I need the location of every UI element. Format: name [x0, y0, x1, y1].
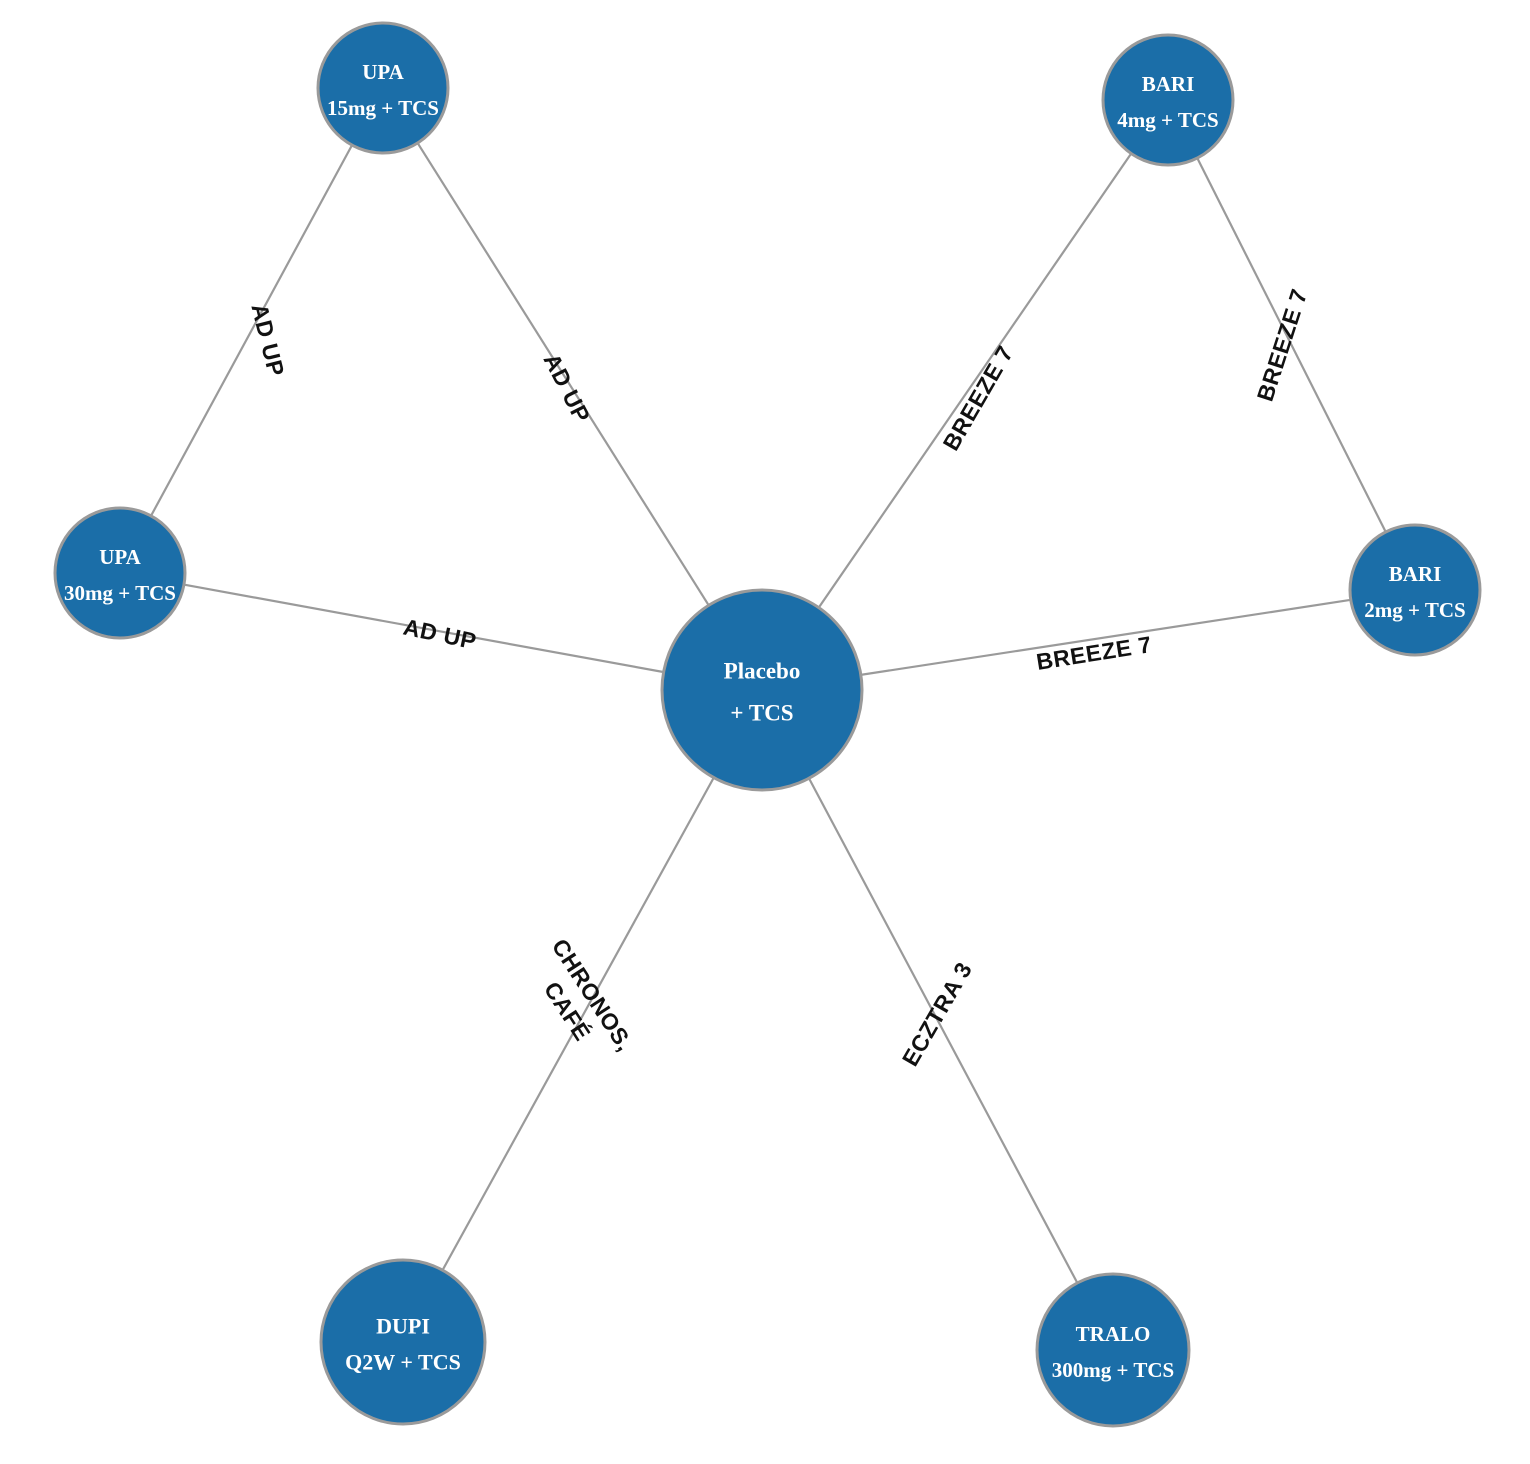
edge-dupi-placebo	[441, 776, 716, 1272]
node-circle-upa30[interactable]	[53, 506, 187, 640]
edge-upa15-placebo	[416, 141, 711, 607]
node-tralo[interactable]: TRALO 300mg + TCS	[1035, 1272, 1191, 1428]
edge-label-e-tralo-placebo: ECZTRA 3	[897, 957, 977, 1070]
edge-label-text: AD UP	[246, 301, 289, 379]
node-label-line2-upa15: 15mg + TCS	[327, 96, 439, 120]
node-label-line2-dupi: Q2W + TCS	[345, 1350, 461, 1375]
node-circle-tralo[interactable]	[1035, 1272, 1191, 1428]
edge-tralo-placebo	[807, 776, 1079, 1285]
node-circle-bari4[interactable]	[1101, 33, 1235, 167]
node-label-line2-placebo: + TCS	[730, 701, 793, 726]
edge-label-e-upa30-placebo: AD UP	[401, 614, 479, 655]
node-circle-dupi[interactable]	[319, 1258, 487, 1426]
node-circle-bari2[interactable]	[1348, 523, 1482, 657]
node-upa30[interactable]: UPA 30mg + TCS	[53, 506, 187, 640]
edge-label-text: ECZTRA 3	[897, 957, 977, 1070]
edge-label-e-bari2-placebo: BREEZE 7	[1034, 631, 1153, 675]
node-bari4[interactable]: BARI 4mg + TCS	[1101, 33, 1235, 167]
node-label-line1-bari4: BARI	[1142, 72, 1195, 96]
edge-upa15-upa30	[149, 143, 354, 518]
edges-layer	[149, 141, 1388, 1285]
node-label-line2-tralo: 300mg + TCS	[1052, 1358, 1174, 1382]
edge-bari4-placebo	[817, 152, 1133, 610]
node-circle-upa15[interactable]	[316, 21, 450, 155]
edge-bari2-placebo	[859, 598, 1352, 677]
node-label-line1-dupi: DUPI	[376, 1314, 430, 1339]
edge-label-text: BREEZE 7	[938, 341, 1019, 455]
edge-label-e-dupi-placebo: CHRONOS,CAFÉ	[539, 934, 638, 1055]
node-label-line2-bari2: 2mg + TCS	[1364, 598, 1465, 622]
edge-bari4-bari2	[1195, 156, 1388, 534]
nodes-layer: UPA 15mg + TCS BARI 4mg + TCS UPA 30mg + TCS B…	[53, 21, 1482, 1428]
edge-label-text: BREEZE 7	[1034, 631, 1153, 675]
node-label-line1-upa15: UPA	[362, 60, 404, 84]
edge-label-text: AD UP	[539, 349, 596, 427]
node-label-line1-bari2: BARI	[1389, 562, 1442, 586]
node-upa15[interactable]: UPA 15mg + TCS	[316, 21, 450, 155]
edge-label-text: AD UP	[401, 614, 479, 655]
node-placebo[interactable]: Placebo + TCS	[660, 588, 864, 792]
node-label-line1-upa30: UPA	[99, 545, 141, 569]
edge-label-e-bari4-placebo: BREEZE 7	[938, 341, 1019, 455]
node-bari2[interactable]: BARI 2mg + TCS	[1348, 523, 1482, 657]
edge-label-e-upa15-placebo: AD UP	[539, 349, 596, 427]
node-label-line2-upa30: 30mg + TCS	[64, 581, 176, 605]
edge-label-e-bari4-bari2: BREEZE 7	[1252, 286, 1313, 405]
node-circle-placebo[interactable]	[660, 588, 864, 792]
edge-label-e-upa15-upa30: AD UP	[246, 301, 289, 379]
node-dupi[interactable]: DUPI Q2W + TCS	[319, 1258, 487, 1426]
node-label-line2-bari4: 4mg + TCS	[1117, 108, 1218, 132]
node-label-line1-placebo: Placebo	[724, 659, 801, 684]
node-label-line1-tralo: TRALO	[1076, 1322, 1151, 1346]
edge-label-text: BREEZE 7	[1252, 286, 1313, 405]
edge-upa30-placebo	[182, 583, 665, 674]
